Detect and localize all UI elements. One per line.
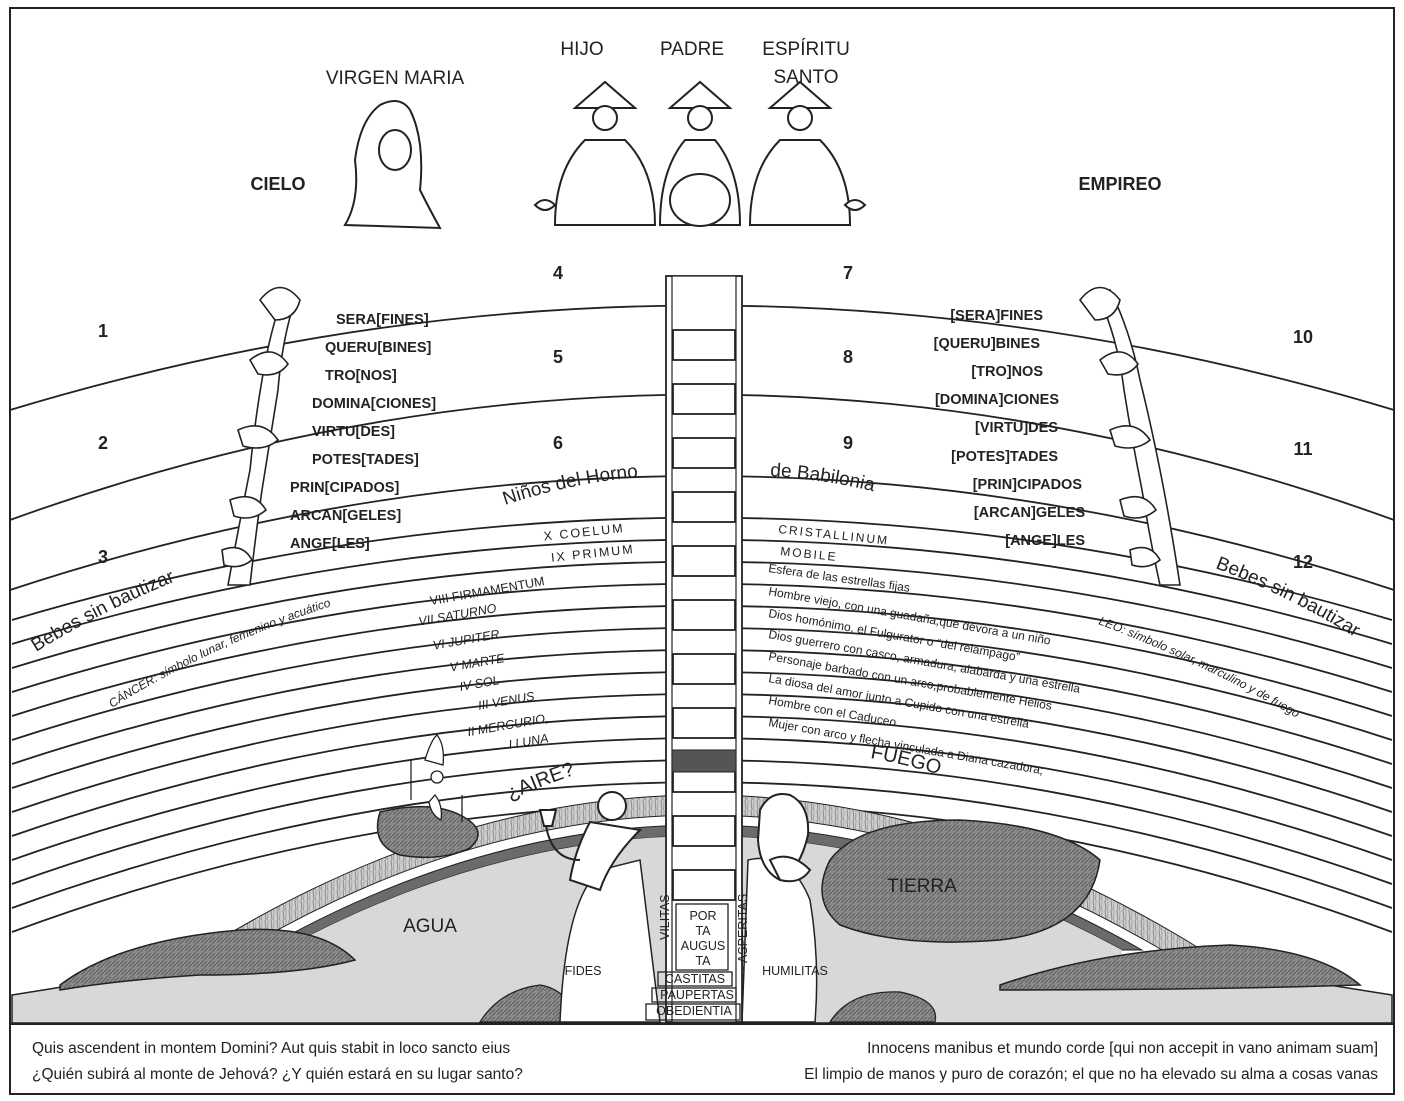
land-right — [822, 820, 1100, 942]
ladder-rung — [673, 438, 735, 468]
number-10: 10 — [1293, 327, 1313, 347]
label-porta: TA — [695, 954, 711, 968]
choir-right: [POTES]TADES — [951, 449, 1058, 465]
label-castitas: CASTITAS — [665, 972, 725, 986]
choir-right: [DOMINA]CIONES — [935, 392, 1059, 408]
number-12: 12 — [1293, 552, 1313, 572]
ladder-rung — [673, 654, 735, 684]
number-1: 1 — [98, 321, 108, 341]
father-figure — [660, 82, 740, 226]
label-porta: AUGUS — [681, 939, 725, 953]
label-humilitas: HUMILITAS — [762, 964, 828, 978]
sphere-right: MOBILE — [780, 544, 839, 564]
choir-left: SERA[FINES] — [336, 312, 429, 328]
number-11: 11 — [1293, 439, 1312, 459]
ladder-rung — [673, 492, 735, 522]
sphere-left: VI JUPITER — [432, 627, 501, 652]
sphere-left: X COELUM — [543, 521, 625, 543]
label-cielo: CIELO — [250, 174, 305, 194]
label-santo: SANTO — [773, 67, 838, 88]
label-aire: ¿AIRE? — [503, 758, 577, 804]
choir-left: POTES[TADES] — [312, 452, 419, 468]
label-obedientia: OBEDIENTIA — [656, 1004, 732, 1018]
choir-right: [ARCAN]GELES — [974, 505, 1085, 521]
label-ninos-horno: Niños del Horno — [500, 461, 639, 510]
number-2: 2 — [98, 433, 108, 453]
sphere-left: V MARTE — [449, 651, 507, 675]
sphere-left: VII SATURNO — [417, 601, 497, 629]
label-asperitas: - ASPERITAS — [736, 894, 750, 970]
label-padre: PADRE — [660, 39, 724, 60]
ladder-rung — [673, 384, 735, 414]
label-porta: TA — [695, 924, 711, 938]
choir-right: [SERA]FINES — [950, 308, 1043, 324]
choir-right: [ANGE]LES — [1005, 533, 1085, 549]
label-bebes-right: Bebes sin bautizar — [1213, 553, 1364, 642]
label-vilitas: VILITAS — [658, 894, 672, 940]
footer-latin-right: Innocens manibus et mundo corde [qui non… — [867, 1040, 1378, 1058]
choir-left: PRIN[CIPADOS] — [290, 480, 399, 496]
ladder-dark-rung — [672, 750, 736, 772]
choir-right: [VIRTU]DES — [975, 420, 1058, 436]
ladder-rung — [673, 870, 735, 900]
footer-latin-left: Quis ascendent in montem Domini? Aut qui… — [32, 1040, 510, 1058]
sphere-left: I LUNA — [507, 731, 549, 752]
choir-left: VIRTU[DES] — [312, 424, 395, 440]
label-porta: POR — [689, 909, 716, 923]
tree-right — [1080, 288, 1180, 586]
ladder-rung — [673, 330, 735, 360]
label-hijo: HIJO — [560, 39, 603, 60]
spirit-figure — [750, 82, 865, 225]
ladder-rung — [673, 600, 735, 630]
choir-right: [PRIN]CIPADOS — [973, 477, 1083, 493]
choir-right: [QUERU]BINES — [934, 336, 1041, 352]
choir-left: ANGE[LES] — [290, 536, 370, 552]
label-tierra: TIERRA — [887, 876, 957, 897]
footer: Quis ascendent in montem Domini? Aut qui… — [12, 1040, 1392, 1092]
land-left-top — [378, 807, 479, 858]
number-9: 9 — [843, 433, 853, 453]
footer-spanish-left: ¿Quién subirá al monte de Jehová? ¿Y qui… — [32, 1066, 523, 1084]
number-6: 6 — [553, 433, 563, 453]
ladder-rung — [673, 708, 735, 738]
sphere-left: IV SOL — [458, 673, 500, 694]
ladder-rung — [673, 816, 735, 846]
virgin-figure — [345, 101, 440, 228]
number-3: 3 — [98, 547, 108, 567]
label-virgen-maria: VIRGEN MARIA — [326, 68, 465, 89]
choir-left: TRO[NOS] — [325, 368, 397, 384]
number-4: 4 — [553, 263, 563, 283]
label-leo: LEO: símbolo solar, marculino y de fuego — [1097, 614, 1303, 721]
choir-left: QUERU[BINES] — [325, 340, 432, 356]
ladder-rung — [673, 546, 735, 576]
label-espiritu: ESPÍRITU — [762, 39, 850, 60]
number-5: 5 — [553, 347, 563, 367]
label-babilonia: de Babilonia — [770, 460, 878, 496]
label-empireo: EMPIREO — [1078, 174, 1161, 194]
label-agua: AGUA — [403, 916, 457, 937]
label-cancer: CÁNCER: símbolo lunar, femenino y acuáti… — [106, 595, 332, 710]
footer-spanish-right: El limpio de manos y puro de corazón; el… — [804, 1066, 1378, 1084]
sphere-left: IX PRIMUM — [550, 542, 635, 565]
choir-left: ARCAN[GELES] — [290, 508, 401, 524]
number-7: 7 — [843, 263, 853, 283]
label-fides: FIDES — [565, 964, 602, 978]
choir-left: DOMINA[CIONES] — [312, 396, 436, 412]
son-figure — [535, 82, 655, 225]
sphere-left: III VENUS — [477, 689, 536, 713]
choir-right: [TRO]NOS — [971, 364, 1043, 380]
label-paupertas: PAUPERTAS — [660, 988, 734, 1002]
figure-right — [758, 794, 810, 881]
tree-left — [222, 288, 300, 586]
number-8: 8 — [843, 347, 853, 367]
